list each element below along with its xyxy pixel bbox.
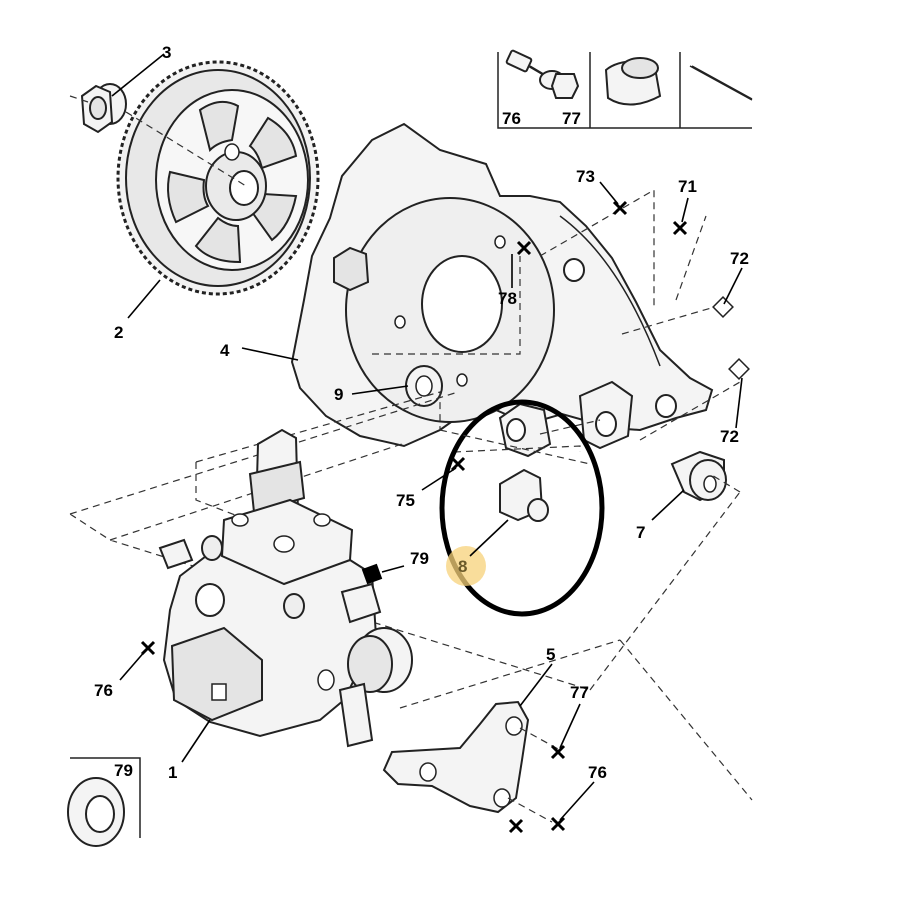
- callout-9: 9: [334, 385, 343, 404]
- bushing: [670, 450, 727, 502]
- sleeve-icon: [604, 57, 662, 106]
- callout-76-left: 76: [94, 681, 113, 700]
- square-marker-79: [361, 563, 383, 585]
- callout-71: 71: [678, 177, 697, 196]
- cross-markers: [140, 200, 688, 834]
- callout-76-right: 76: [588, 763, 607, 782]
- callout-75: 75: [396, 491, 415, 510]
- inset-bottom-callout-79: 79: [114, 761, 133, 780]
- callout-2: 2: [114, 323, 123, 342]
- callout-8: 8: [458, 557, 467, 576]
- leader-lines: [111, 53, 743, 821]
- callout-1: 1: [168, 763, 177, 782]
- gear-nut: [80, 83, 127, 134]
- callout-72-top: 72: [730, 249, 749, 268]
- callout-labels: 3 2 4 9 73 71 72 72 78 75 8 7 79 76 1 5 …: [94, 43, 749, 782]
- rear-bracket: [382, 700, 530, 814]
- callout-4: 4: [220, 341, 230, 360]
- square-marker-72b: [728, 358, 750, 380]
- callout-3: 3: [162, 43, 171, 62]
- square-marker-72a: [712, 296, 734, 318]
- pin-part: [499, 468, 549, 522]
- callout-77: 77: [570, 683, 589, 702]
- callout-79: 79: [410, 549, 429, 568]
- highlight-ring: [439, 399, 605, 617]
- fuel-pump: [158, 428, 413, 748]
- nut-icon: [539, 70, 580, 99]
- callout-78: 78: [498, 289, 517, 308]
- callout-5: 5: [546, 645, 555, 664]
- timing-gear: [116, 60, 320, 296]
- callout-73: 73: [576, 167, 595, 186]
- stud-icon: [689, 65, 753, 101]
- spacer-ring: [405, 365, 443, 407]
- inset-top-hardware: 76 77: [497, 49, 753, 129]
- pump-housing: [290, 122, 714, 458]
- callout-7: 7: [636, 523, 645, 542]
- callout-72-bottom: 72: [720, 427, 739, 446]
- inset-bottom-washer: 79: [67, 757, 141, 847]
- highlight-marker: [446, 546, 486, 586]
- inset-top-callout-77: 77: [562, 109, 581, 128]
- inset-top-callout-76: 76: [502, 109, 521, 128]
